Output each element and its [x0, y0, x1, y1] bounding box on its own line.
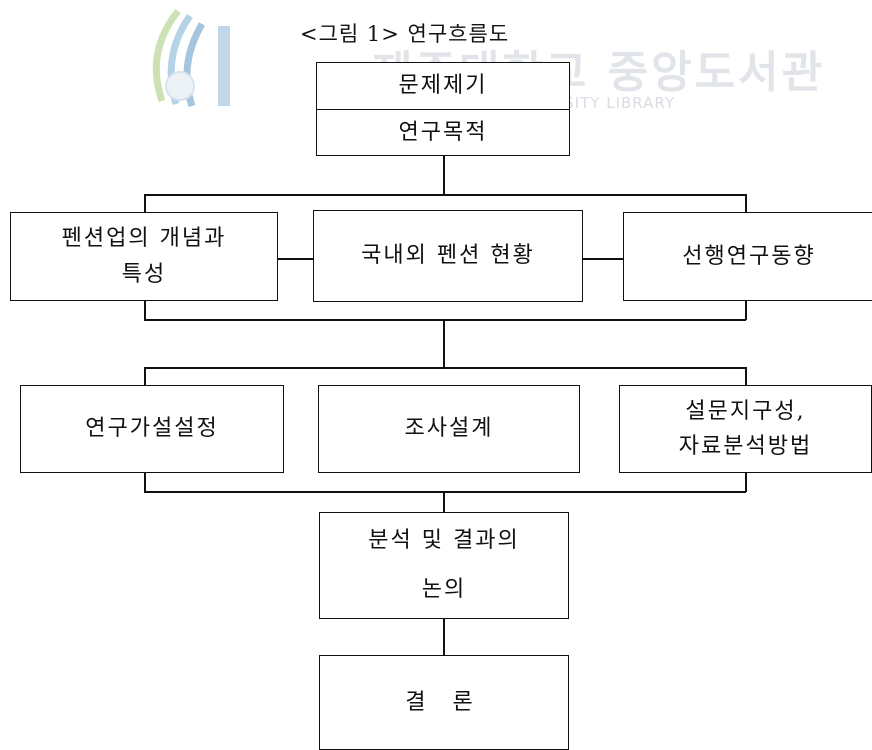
- connector-row1-right-rise: [745, 300, 747, 320]
- connector-row2-right-rise: [745, 472, 747, 492]
- analysis-box: 분석 및 결과의 논의: [319, 512, 569, 619]
- problem-purpose-box: 문제제기 연구목적: [316, 62, 570, 156]
- hypothesis-label: 연구가설설정: [85, 416, 219, 442]
- survey-design-box: 조사설계: [318, 385, 580, 473]
- connector-to-analysis: [443, 491, 445, 513]
- connector-top: [443, 155, 445, 194]
- connector-row1-right-drop: [745, 194, 747, 212]
- pension-concept-label-2: 특성: [121, 261, 167, 287]
- pension-status-box: 국내외 펜션 현황: [313, 210, 583, 302]
- questionnaire-box: 설문지구성, 자료분석방법: [619, 385, 872, 473]
- purpose-cell: 연구목적: [317, 110, 569, 155]
- pension-concept-box: 펜션업의 개념과 특성: [10, 212, 278, 301]
- questionnaire-label-2: 자료분석방법: [678, 434, 813, 459]
- connector-row2-left-rise: [144, 472, 146, 492]
- figure-title: <그림 1> 연구흐름도: [300, 22, 510, 46]
- pension-concept-label-1: 펜션업의 개념과: [61, 226, 227, 252]
- connector-row2-top: [144, 367, 746, 369]
- prior-research-label: 선행연구동향: [682, 243, 816, 269]
- connector-to-conclusion: [443, 618, 445, 656]
- conclusion-box: 결 론: [319, 655, 569, 750]
- university-logo-icon: [152, 8, 230, 108]
- conclusion-label: 결 론: [405, 689, 483, 715]
- connector-row2-bottom: [144, 491, 746, 493]
- hypothesis-box: 연구가설설정: [20, 385, 284, 473]
- connector-row1-bottom: [144, 319, 746, 321]
- connector-row1-top: [144, 194, 746, 196]
- connector-row2-right-drop: [745, 367, 747, 385]
- problem-cell: 문제제기: [317, 63, 569, 110]
- connector-row1-left-rise: [144, 300, 146, 320]
- analysis-label-1: 분석 및 결과의: [368, 528, 520, 554]
- problem-label: 문제제기: [398, 73, 488, 99]
- questionnaire-label-1: 설문지구성,: [685, 398, 806, 424]
- connector-row1-mid-right: [581, 258, 625, 260]
- connector-row1-mid-left: [276, 258, 314, 260]
- analysis-label-2: 논의: [421, 576, 467, 602]
- connector-row1-left-drop: [144, 194, 146, 212]
- prior-research-box: 선행연구동향: [623, 212, 872, 301]
- purpose-label: 연구목적: [398, 119, 488, 145]
- survey-design-label: 조사설계: [404, 416, 494, 442]
- pension-status-label: 국내외 펜션 현황: [361, 243, 535, 269]
- connector-row2-left-drop: [144, 367, 146, 385]
- connector-mid: [443, 319, 445, 367]
